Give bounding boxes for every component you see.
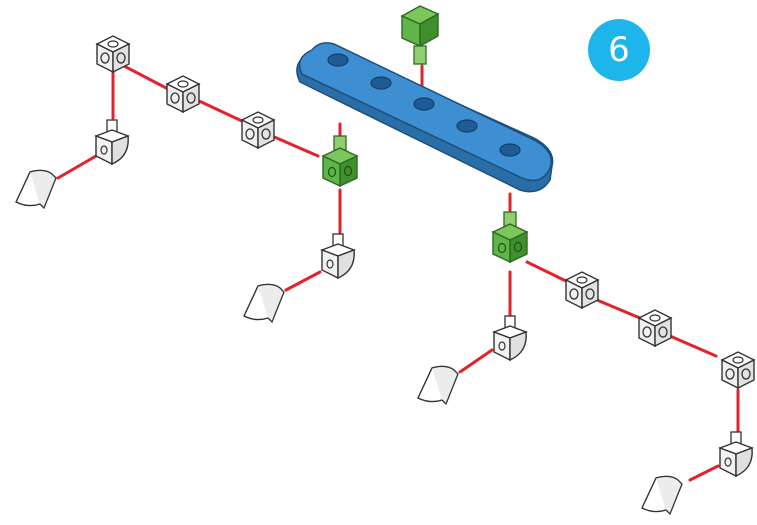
- step-number-badge: 6: [588, 19, 650, 81]
- blue-beam: [296, 42, 554, 193]
- wedge-block: [95, 119, 129, 165]
- flat-plate: [243, 283, 285, 323]
- wedge-block: [493, 315, 527, 361]
- flat-plate: [641, 475, 683, 515]
- white-cube: [96, 35, 130, 73]
- white-cube: [565, 271, 599, 309]
- wedge-block: [719, 431, 753, 477]
- step-number: 6: [608, 30, 630, 70]
- wedge-block: [321, 233, 355, 279]
- flat-plate: [417, 365, 459, 405]
- green-cube: [322, 135, 358, 187]
- white-cube: [241, 111, 275, 149]
- green-cube: [492, 211, 528, 263]
- flat-plate: [15, 169, 57, 209]
- green-cube-top: [400, 5, 440, 65]
- white-cube: [638, 309, 672, 347]
- connector-lines: [56, 64, 740, 482]
- white-cube: [721, 351, 755, 389]
- white-cube: [166, 75, 200, 113]
